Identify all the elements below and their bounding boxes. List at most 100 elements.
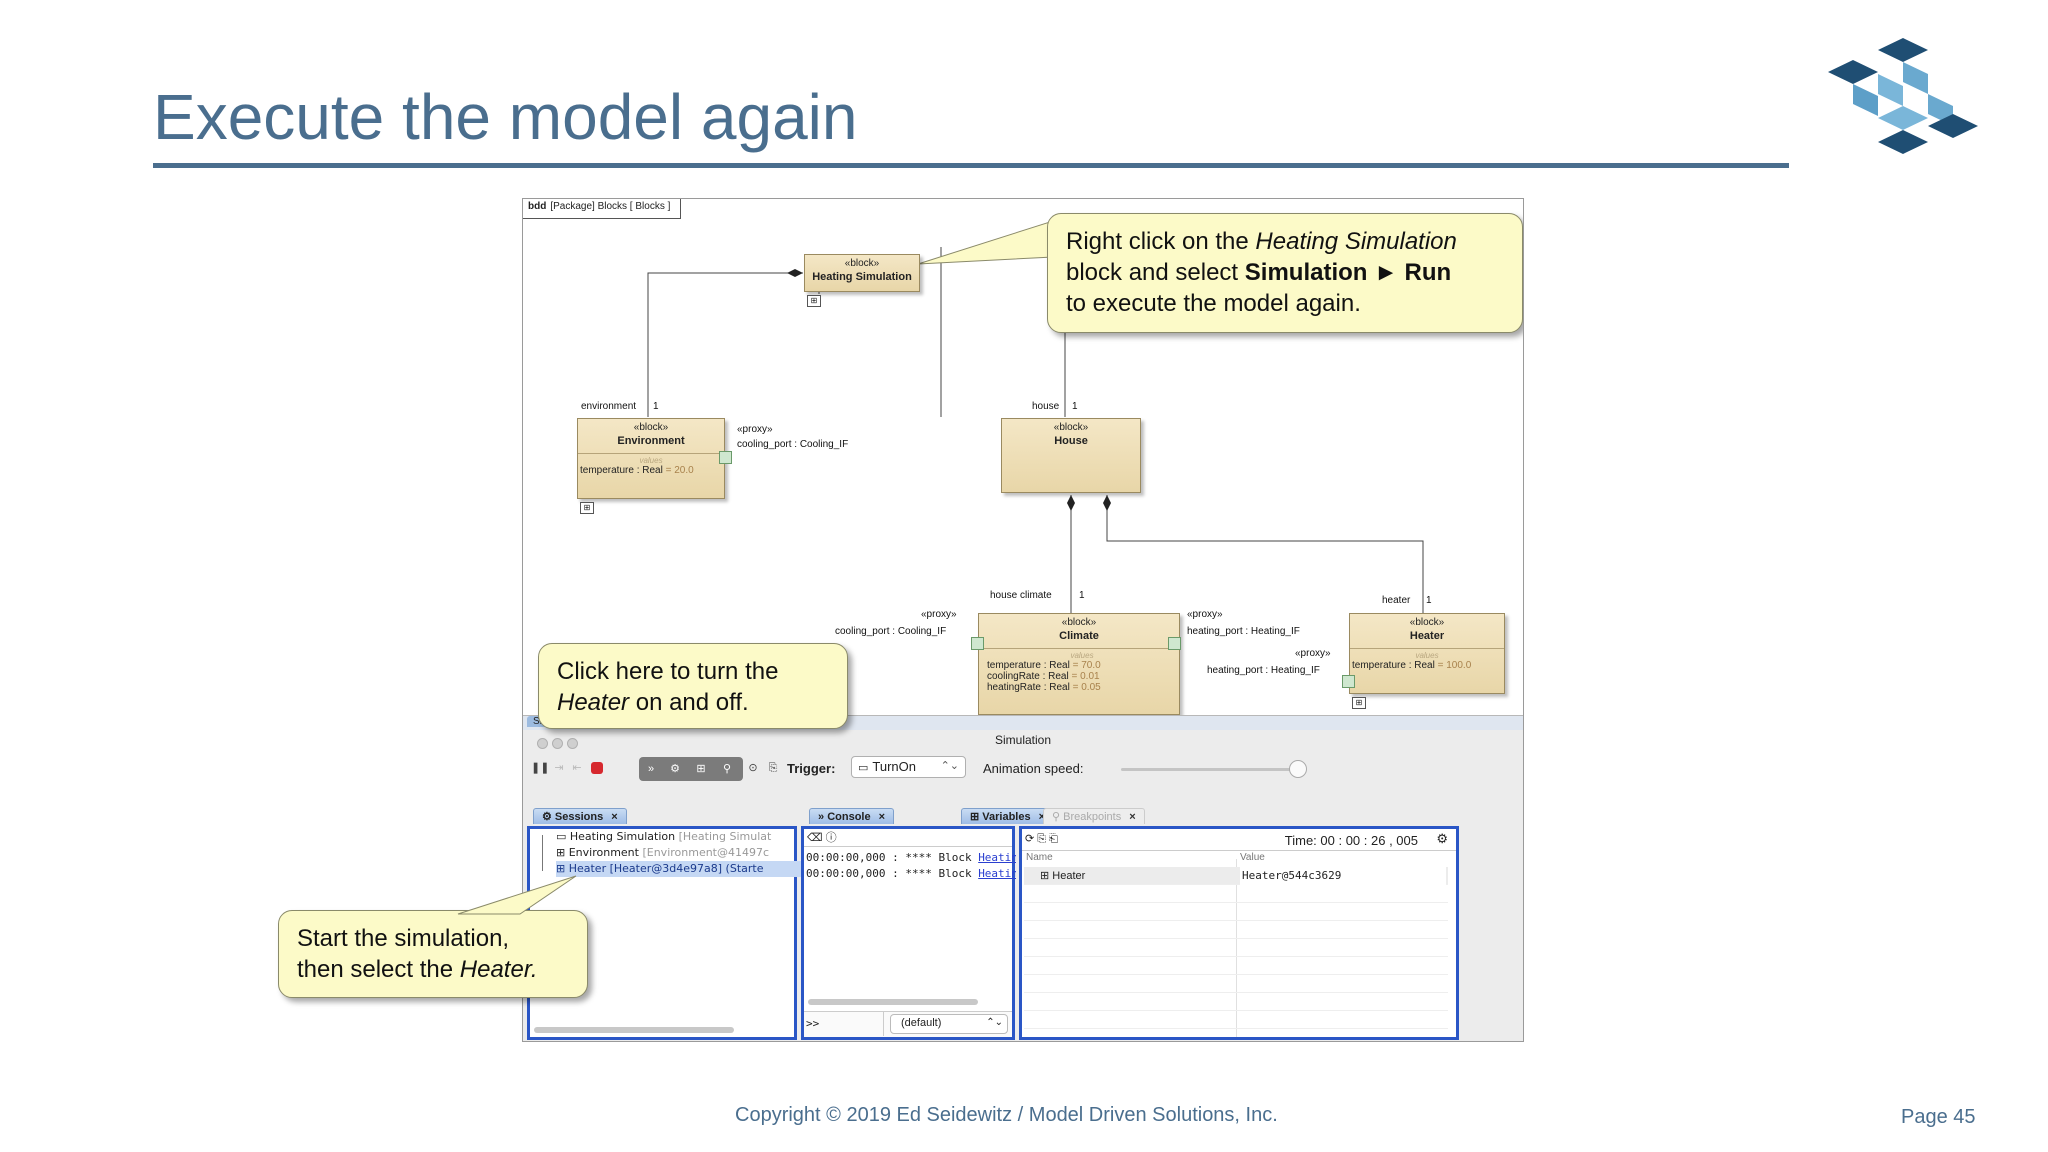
logo-cubes bbox=[1828, 38, 1978, 154]
pause-icon[interactable]: ❚❚ bbox=[531, 762, 550, 774]
console-input-bar: >> (default)⌃⌄ bbox=[804, 1011, 1012, 1037]
simulation-window-title: Simulation bbox=[994, 733, 1052, 747]
animation-speed-slider[interactable] bbox=[1121, 768, 1301, 771]
variables-panel: ⟳ ⎘ ⎗ Time: 00 : 00 : 26 , 005 ⚙ Name Va… bbox=[1019, 826, 1459, 1040]
column-header-value[interactable]: Value bbox=[1240, 852, 1265, 863]
stop-icon[interactable] bbox=[591, 762, 603, 774]
empty-row bbox=[1024, 1011, 1448, 1029]
breakpoints-toggle-icon[interactable]: ⚲ bbox=[722, 763, 732, 775]
block-name: House bbox=[1054, 435, 1088, 447]
block-house[interactable]: «block» House bbox=[1001, 418, 1141, 493]
empty-row bbox=[1024, 885, 1448, 903]
value-property: temperature : Real = 100.0 bbox=[1352, 660, 1472, 671]
console-input[interactable] bbox=[804, 1012, 884, 1036]
multiplicity-label: 1 bbox=[1072, 401, 1078, 412]
variable-row[interactable]: ⊞ Heater Heater@544c3629 bbox=[1024, 867, 1448, 885]
block-climate[interactable]: «block» Climate values temperature : Rea… bbox=[978, 613, 1180, 715]
tree-connector bbox=[542, 835, 543, 871]
diagram-frame-label: bdd[Package] Blocks [ Blocks ] bbox=[523, 199, 682, 219]
info-icon[interactable]: ⓘ bbox=[825, 832, 837, 844]
port-stereotype-label: «proxy» bbox=[737, 424, 773, 435]
callout-run-simulation: Right click on the Heating Simulation bl… bbox=[1047, 213, 1523, 333]
multiplicity-label: 1 bbox=[1079, 590, 1085, 601]
column-divider bbox=[1236, 859, 1237, 1037]
console-link[interactable]: Heating Simula bbox=[978, 867, 1016, 880]
variables-toolbar: ⟳ ⎘ ⎗ Time: 00 : 00 : 26 , 005 ⚙ bbox=[1022, 829, 1456, 851]
column-header-name[interactable]: Name bbox=[1026, 852, 1053, 863]
port-label: heating_port : Heating_IF bbox=[1187, 626, 1300, 637]
role-label-heater: heater bbox=[1382, 595, 1411, 606]
import-icon[interactable]: ⎗ bbox=[1049, 833, 1058, 845]
variables-toggle-icon[interactable]: ⊞ bbox=[696, 763, 706, 775]
updown-chevron-icon: ⌃⌄ bbox=[986, 1017, 1003, 1028]
tab-console[interactable]: » Console× bbox=[809, 808, 895, 824]
copyright-footer: Copyright © 2019 Ed Seidewitz / Model Dr… bbox=[735, 1104, 1278, 1126]
session-row[interactable]: ▭ Heating Simulation [Heating Simulat bbox=[556, 830, 772, 843]
tab-breakpoints[interactable]: ⚲ Breakpoints× bbox=[1043, 808, 1145, 824]
trigger-label: Trigger: bbox=[787, 761, 836, 776]
close-window-button[interactable] bbox=[537, 738, 548, 749]
bdd-diagram: bdd[Package] Blocks [ Blocks ] «block» H… bbox=[523, 199, 1523, 715]
tab-sessions[interactable]: ⚙ Sessions× bbox=[533, 808, 627, 824]
context-select[interactable]: (default)⌃⌄ bbox=[890, 1014, 1008, 1034]
back-icon[interactable]: ⇤ bbox=[572, 762, 582, 774]
minimize-window-button[interactable] bbox=[552, 738, 563, 749]
block-heating-simulation[interactable]: «block» Heating Simulation ⊞ bbox=[804, 254, 920, 307]
block-environment[interactable]: «block» Environment values temperature :… bbox=[577, 418, 725, 514]
clear-console-icon[interactable]: ⌫ bbox=[807, 832, 823, 844]
empty-row bbox=[1024, 903, 1448, 921]
port-stereotype-label: «proxy» bbox=[921, 609, 957, 620]
session-row-selected[interactable]: ⊞ Heater [Heater@3d4e97a8] (Starte bbox=[556, 861, 806, 877]
close-tab-icon: × bbox=[1038, 811, 1046, 823]
port-climate-heating[interactable] bbox=[1168, 637, 1181, 650]
console-scrollbar[interactable] bbox=[808, 999, 978, 1005]
value-property: heatingRate : Real = 0.05 bbox=[987, 682, 1101, 693]
port-label: heating_port : Heating_IF bbox=[1207, 665, 1320, 676]
block-name: Climate bbox=[1059, 630, 1099, 642]
gear-icon[interactable]: ⚙ bbox=[1436, 831, 1448, 846]
tool-screenshot: bdd[Package] Blocks [ Blocks ] «block» H… bbox=[522, 198, 1524, 1042]
title-underline bbox=[153, 163, 1789, 168]
console-toggle-icon[interactable]: » bbox=[647, 763, 655, 775]
role-label-house: house bbox=[1032, 401, 1060, 412]
gear-toggle-icon[interactable]: ⚙ bbox=[670, 763, 680, 775]
callout-start-pointer bbox=[457, 875, 577, 915]
block-heater[interactable]: «block» Heater values temperature : Real… bbox=[1349, 613, 1505, 709]
port-climate-cooling[interactable] bbox=[971, 637, 984, 650]
console-toolbar: ⌫ ⓘ bbox=[804, 829, 1012, 847]
trigger-value: TurnOn bbox=[872, 759, 916, 774]
console-prompt[interactable]: >> bbox=[806, 1017, 820, 1030]
session-row[interactable]: ⊞ Environment [Environment@41497c bbox=[556, 846, 770, 859]
port-heater-heating[interactable] bbox=[1342, 675, 1355, 688]
close-tab-icon: × bbox=[611, 811, 618, 823]
simulation-time: Time: 00 : 00 : 26 , 005 bbox=[1284, 833, 1418, 848]
block-stereotype: «block» bbox=[633, 422, 669, 433]
zoom-window-button[interactable] bbox=[567, 738, 578, 749]
close-tab-icon: × bbox=[878, 811, 886, 823]
step-icon[interactable]: ⇥ bbox=[554, 762, 564, 774]
trigger-select[interactable]: ▭TurnOn ⌃⌄ bbox=[851, 756, 966, 778]
multiplicity-label: 1 bbox=[1426, 595, 1432, 606]
refresh-icon[interactable]: ⟳ bbox=[1025, 833, 1035, 845]
console-link[interactable]: Heating Simula bbox=[978, 851, 1016, 864]
simulation-toolbar: ❚❚ ⇥ ⇤ » ⚙ ⊞ ⚲ ⊙ ⎘ Trigger: ▭TurnOn ⌃⌄ A… bbox=[531, 756, 1521, 782]
port-label: cooling_port : Cooling_IF bbox=[835, 626, 947, 637]
callout-turn-heater: Click here to turn the Heater on and off… bbox=[538, 643, 848, 729]
port-environment-cooling[interactable] bbox=[719, 451, 732, 464]
callout-start-simulation: Start the simulation, then select the He… bbox=[278, 910, 588, 998]
values-compartment: values temperature : Real = 70.0 cooling… bbox=[979, 648, 1179, 695]
lock-icon[interactable]: ⊙ bbox=[748, 762, 758, 774]
export-icon[interactable]: ⎘ bbox=[1037, 833, 1047, 845]
block-stereotype: «block» bbox=[1061, 617, 1097, 628]
export-icon[interactable]: ⎘ bbox=[768, 762, 778, 774]
toolbar-toggle-group: » ⚙ ⊞ ⚲ bbox=[639, 757, 743, 781]
simulation-window: Simulation Simulation ❚❚ ⇥ ⇤ » ⚙ ⊞ ⚲ ⊙ ⎘… bbox=[523, 715, 1523, 1041]
value-property: temperature : Real = 70.0 bbox=[987, 660, 1101, 671]
sessions-scrollbar[interactable] bbox=[534, 1027, 734, 1033]
animation-speed-thumb[interactable] bbox=[1289, 760, 1307, 778]
animation-speed-label: Animation speed: bbox=[983, 761, 1084, 776]
block-stereotype: «block» bbox=[1053, 422, 1089, 433]
variable-value: Heater@544c3629 bbox=[1240, 867, 1446, 885]
block-stereotype: «block» bbox=[1409, 617, 1445, 628]
tab-variables[interactable]: ⊞ Variables× bbox=[961, 808, 1055, 824]
